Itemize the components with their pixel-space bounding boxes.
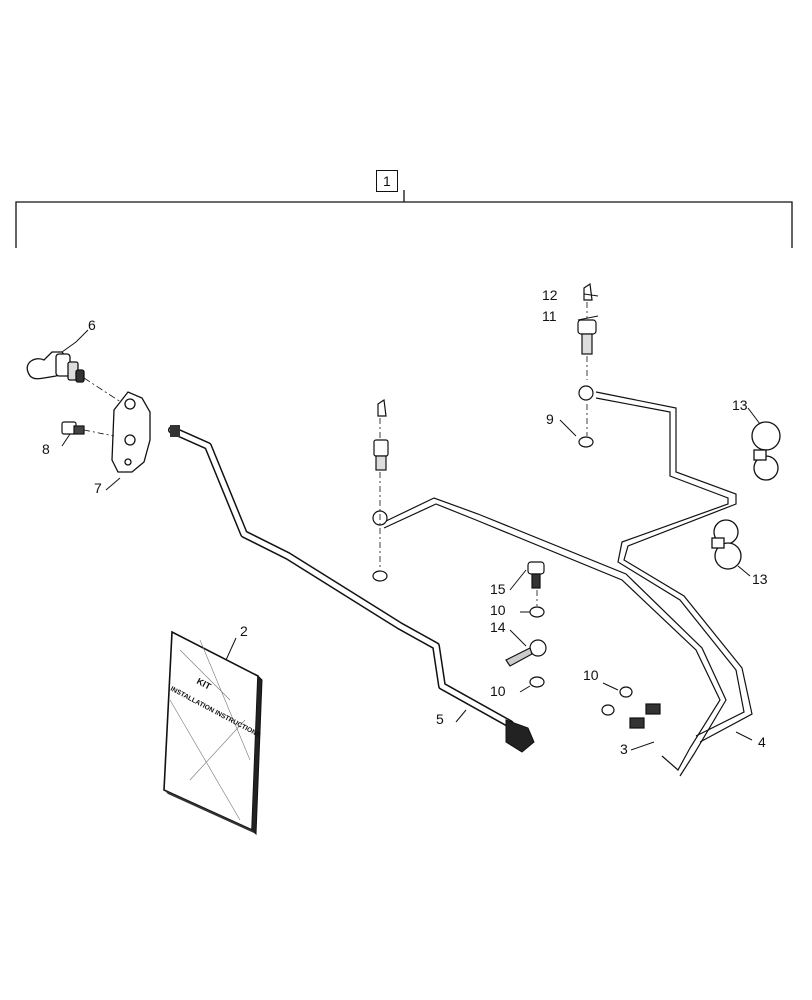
washers-lower bbox=[529, 606, 545, 688]
assembly-bracket bbox=[15, 190, 793, 248]
callout-4: 4 bbox=[758, 734, 766, 750]
callout-13-lower: 13 bbox=[752, 571, 768, 587]
adapter-fittings bbox=[601, 686, 661, 729]
banjo-bolt-upper bbox=[577, 319, 597, 355]
banjo-bolt-lower bbox=[527, 561, 545, 589]
callout-6: 6 bbox=[88, 317, 96, 333]
callout-10-a: 10 bbox=[490, 602, 506, 618]
callout-9: 9 bbox=[546, 411, 554, 427]
mounting-bracket bbox=[111, 391, 151, 473]
callout-14: 14 bbox=[490, 619, 506, 635]
quick-coupler bbox=[26, 351, 85, 383]
assembly-callout: 1 bbox=[376, 170, 398, 192]
bleeder-screw bbox=[583, 282, 593, 301]
callout-10-c: 10 bbox=[583, 667, 599, 683]
callout-8: 8 bbox=[42, 441, 50, 457]
instruction-booklet: KIT INSTALLATION INSTRUCTIONS bbox=[163, 630, 263, 836]
callout-2: 2 bbox=[240, 623, 248, 639]
callout-3: 3 bbox=[620, 741, 628, 757]
callout-10-b: 10 bbox=[490, 683, 506, 699]
callout-12: 12 bbox=[542, 287, 558, 303]
callout-5: 5 bbox=[436, 711, 444, 727]
leader-lines bbox=[61, 293, 761, 751]
clamp-upper bbox=[751, 421, 781, 481]
fitting-upper bbox=[372, 398, 389, 582]
hydraulic-line-right bbox=[372, 385, 753, 777]
callout-13-upper: 13 bbox=[732, 397, 748, 413]
washer-upper bbox=[578, 436, 594, 448]
bolt bbox=[61, 421, 85, 435]
callout-15: 15 bbox=[490, 581, 506, 597]
hydraulic-line-left bbox=[168, 425, 535, 753]
callout-11: 11 bbox=[542, 308, 557, 324]
callout-7: 7 bbox=[94, 480, 102, 496]
banjo-fitting bbox=[505, 639, 547, 667]
clamp-lower bbox=[711, 519, 742, 570]
